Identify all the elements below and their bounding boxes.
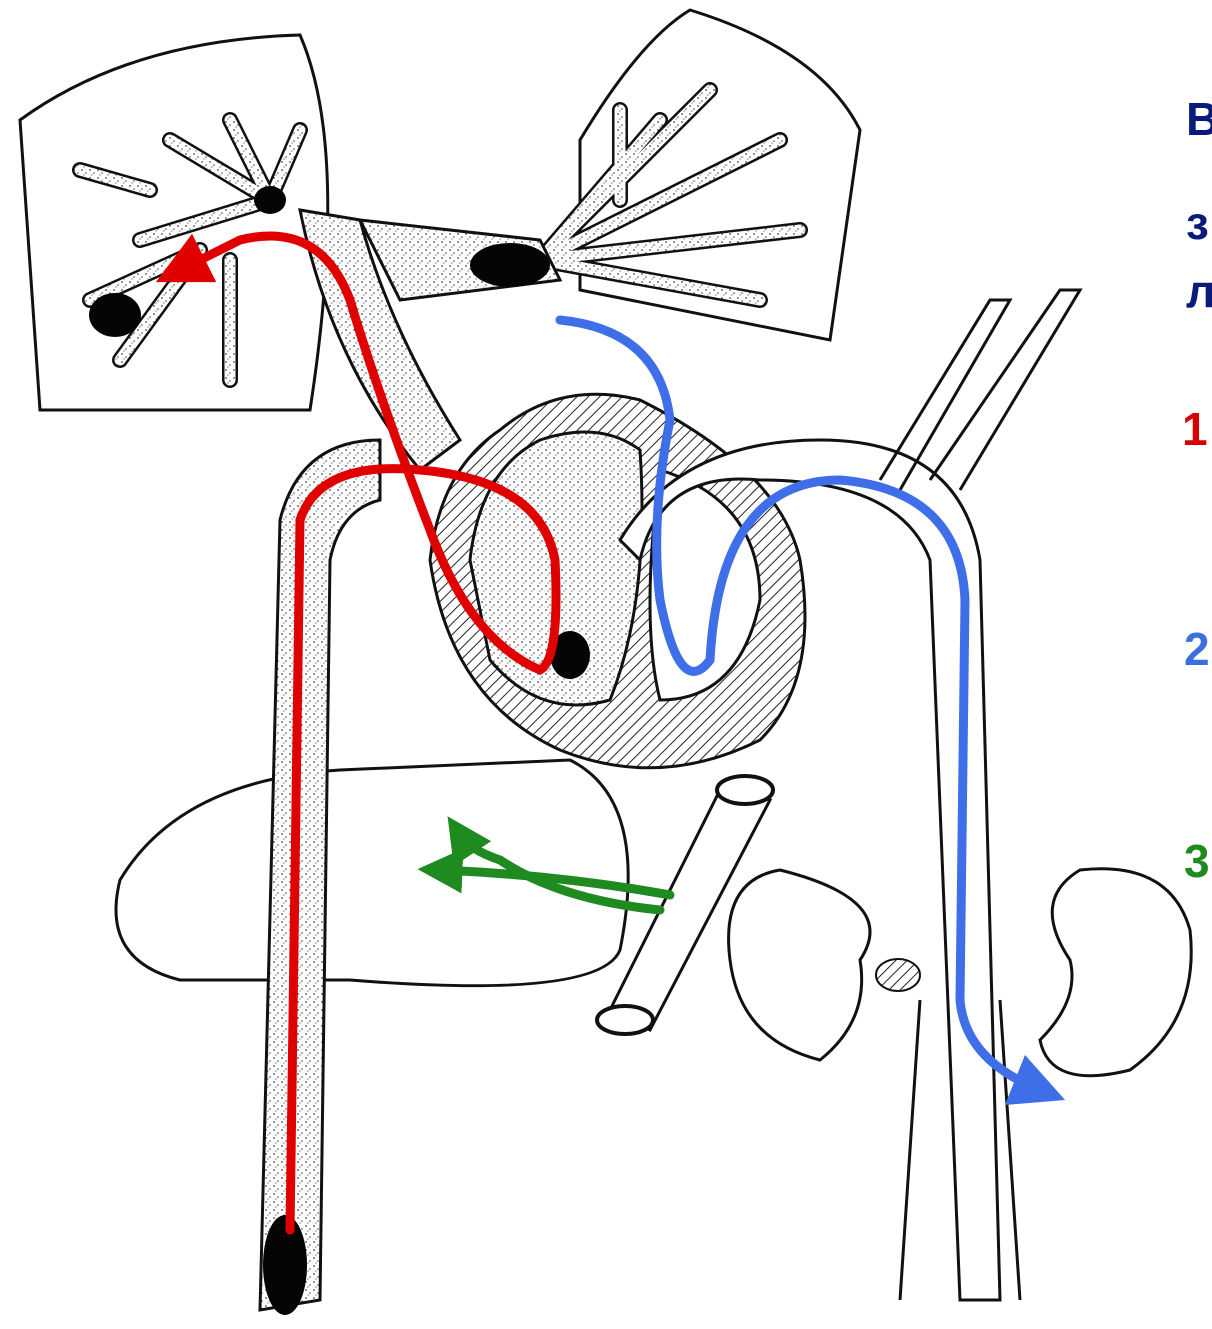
right-lung xyxy=(20,35,328,410)
label-number-1: 1 xyxy=(1182,406,1208,452)
label-number-3: 3 xyxy=(1184,838,1210,884)
right-kidney xyxy=(729,870,920,1060)
label-fragment-2: л xyxy=(1186,268,1212,314)
liver xyxy=(116,760,628,986)
label-number-2: 2 xyxy=(1184,626,1210,672)
label-fragment-1: з xyxy=(1186,200,1209,246)
label-fragment-0: В xyxy=(1186,96,1212,142)
left-kidney xyxy=(1040,869,1191,1076)
left-lung xyxy=(540,10,860,340)
